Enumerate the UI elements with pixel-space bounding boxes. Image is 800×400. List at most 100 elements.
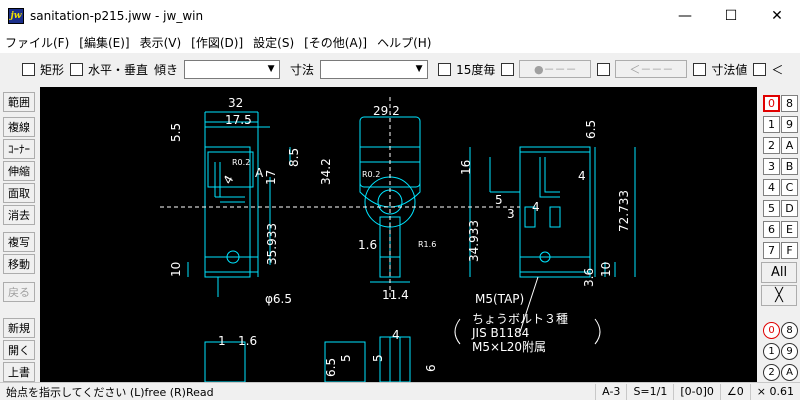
deg15-checkbox[interactable] <box>438 62 452 76</box>
tool-chamfer-button[interactable]: 面取 <box>3 183 35 203</box>
dim-label: 29.2 <box>373 104 400 118</box>
dim-label: R1.6 <box>418 240 436 249</box>
layer-1-button[interactable]: 1 <box>763 343 780 360</box>
layer-group-1-button[interactable]: 1 <box>763 116 780 133</box>
layer-8-button[interactable]: 8 <box>781 322 798 339</box>
control-bar: 矩形 水平・垂直 傾き ▼ 寸法 ▼ 15度毎 ●－－－ ＜－－－ 寸法値 ＜ <box>0 55 800 83</box>
dim-label: 5 <box>495 193 503 207</box>
drawing-canvas[interactable]: 32 17.5 5.5 R0.2 8.5 17 4 A 35.933 10 φ6… <box>40 87 757 382</box>
dim-label: 72.733 <box>617 190 631 232</box>
tool-erase-button[interactable]: 消去 <box>3 205 35 225</box>
layer-A-button[interactable]: A <box>781 364 798 381</box>
layer-group-8-button[interactable]: 8 <box>781 95 798 112</box>
dim-label: 10 <box>599 262 613 277</box>
layer-group-A-button[interactable]: A <box>781 137 798 154</box>
tool-stretch-button[interactable]: 伸縮 <box>3 161 35 181</box>
angle-field[interactable]: ∠0 <box>719 383 750 400</box>
rect-checkbox[interactable] <box>22 62 35 76</box>
layer-group-7-button[interactable]: 7 <box>763 242 780 259</box>
clear-layers-button[interactable]: ╳ <box>761 285 797 306</box>
dim-label: 5.5 <box>169 123 183 142</box>
status-bar: 始点を指示してください (L)free (R)Read A-3 S=1/1 [0… <box>0 382 800 400</box>
layer-group-5-button[interactable]: 5 <box>763 200 780 217</box>
layer-group-6-button[interactable]: 6 <box>763 221 780 238</box>
dim-label: 4 <box>392 328 400 342</box>
dim-label: 3 <box>507 207 515 221</box>
layer-group-D-button[interactable]: D <box>781 200 798 217</box>
dim-label: 16 <box>459 160 473 175</box>
status-message: 始点を指示してください (L)free (R)Read <box>6 385 214 399</box>
option-checkbox-1[interactable] <box>501 62 515 76</box>
tool-range-button[interactable]: 範囲 <box>3 92 35 112</box>
tool-move-button[interactable]: 移動 <box>3 254 35 274</box>
tool-copy-button[interactable]: 複写 <box>3 232 35 252</box>
dim-label: 34.2 <box>319 158 333 185</box>
window-title: sanitation-p215.jww - jw_win <box>30 8 204 23</box>
left-tool-panel: 範囲 複線 ｺｰﾅｰ 伸縮 面取 消去 複写 移動 戻る 新規 開く 上書 <box>0 87 40 382</box>
dim-label: 4 <box>532 200 540 214</box>
layer-0-button[interactable]: 0 <box>763 322 780 339</box>
app-icon-text: jw <box>10 10 22 21</box>
menu-edit[interactable]: [編集(E)] <box>79 35 130 50</box>
tool-save-button[interactable]: 上書 <box>3 362 35 382</box>
menu-file[interactable]: ファイル(F) <box>5 35 70 50</box>
paper-size[interactable]: A-3 <box>595 383 626 400</box>
layer-group-2-button[interactable]: 2 <box>763 137 780 154</box>
tilt-combo[interactable]: ▼ <box>184 59 281 79</box>
hv-label: 水平・垂直 <box>88 62 149 77</box>
layer-group-3-button[interactable]: 3 <box>763 158 780 175</box>
tool-parallel-button[interactable]: 複線 <box>3 117 35 137</box>
minimize-button[interactable]: — <box>678 7 692 24</box>
note-line-2: ちょうボルト３種 <box>472 312 568 326</box>
note-line-4: M5×L20附属 <box>472 340 546 354</box>
disabled-button-2: ＜－－－ <box>615 60 688 78</box>
layer-group-B-button[interactable]: B <box>781 158 798 175</box>
dim-label: 1.6 <box>238 334 257 348</box>
layer-group-E-button[interactable]: E <box>781 221 798 238</box>
dim-label: 8.5 <box>287 148 301 167</box>
zoom-field[interactable]: × 0.61 <box>749 383 800 400</box>
maximize-button[interactable]: ☐ <box>724 7 738 24</box>
chevron-down-icon: ▼ <box>415 64 423 74</box>
layer-group-F-button[interactable]: F <box>781 242 798 259</box>
dim-label: 34.933 <box>467 220 481 262</box>
menu-other[interactable]: [その他(A)] <box>304 35 368 50</box>
scale-field[interactable]: S=1/1 <box>626 383 673 400</box>
lt-checkbox[interactable] <box>753 62 767 76</box>
menu-help[interactable]: ヘルプ(H) <box>377 35 432 50</box>
all-layers-button[interactable]: All <box>761 262 797 283</box>
deg15-label: 15度毎 <box>456 62 496 77</box>
close-button[interactable]: ✕ <box>771 7 783 24</box>
hv-checkbox[interactable] <box>70 62 84 76</box>
dim-label: 3.6 <box>582 268 596 287</box>
tool-new-button[interactable]: 新規 <box>3 318 35 338</box>
tool-open-button[interactable]: 開く <box>3 340 35 360</box>
menu-draw[interactable]: [作図(D)] <box>191 35 244 50</box>
dim-label: 35.933 <box>265 223 279 265</box>
rect-label: 矩形 <box>40 62 65 77</box>
layer-group-9-button[interactable]: 9 <box>781 116 798 133</box>
layer-2-button[interactable]: 2 <box>763 364 780 381</box>
layer-group-C-button[interactable]: C <box>781 179 798 196</box>
dim-label: 6 <box>424 364 438 372</box>
tool-corner-button[interactable]: ｺｰﾅｰ <box>3 139 35 159</box>
option-checkbox-2[interactable] <box>597 62 611 76</box>
dim-label: 6.5 <box>324 358 338 377</box>
dim-label: 32 <box>228 96 243 110</box>
dim-label: φ6.5 <box>265 292 292 306</box>
cad-drawing: 32 17.5 5.5 R0.2 8.5 17 4 A 35.933 10 φ6… <box>160 96 636 382</box>
layer-group-0-button[interactable]: 0 <box>763 95 780 112</box>
dimval-checkbox[interactable] <box>693 62 707 76</box>
dimval-label: 寸法値 <box>711 62 748 77</box>
dim-combo[interactable]: ▼ <box>320 59 429 79</box>
menu-settings[interactable]: 設定(S) <box>253 35 295 50</box>
dim-label: 4 <box>578 169 586 183</box>
dim-label: R0.2 <box>362 170 380 179</box>
dim-label: 1 <box>218 334 226 348</box>
note-line-1: M5(TAP) <box>475 292 524 306</box>
chevron-down-icon: ▼ <box>267 64 275 74</box>
layer-field[interactable]: [0-0]0 <box>673 383 720 400</box>
menu-view[interactable]: 表示(V) <box>139 35 182 50</box>
layer-9-button[interactable]: 9 <box>781 343 798 360</box>
layer-group-4-button[interactable]: 4 <box>763 179 780 196</box>
